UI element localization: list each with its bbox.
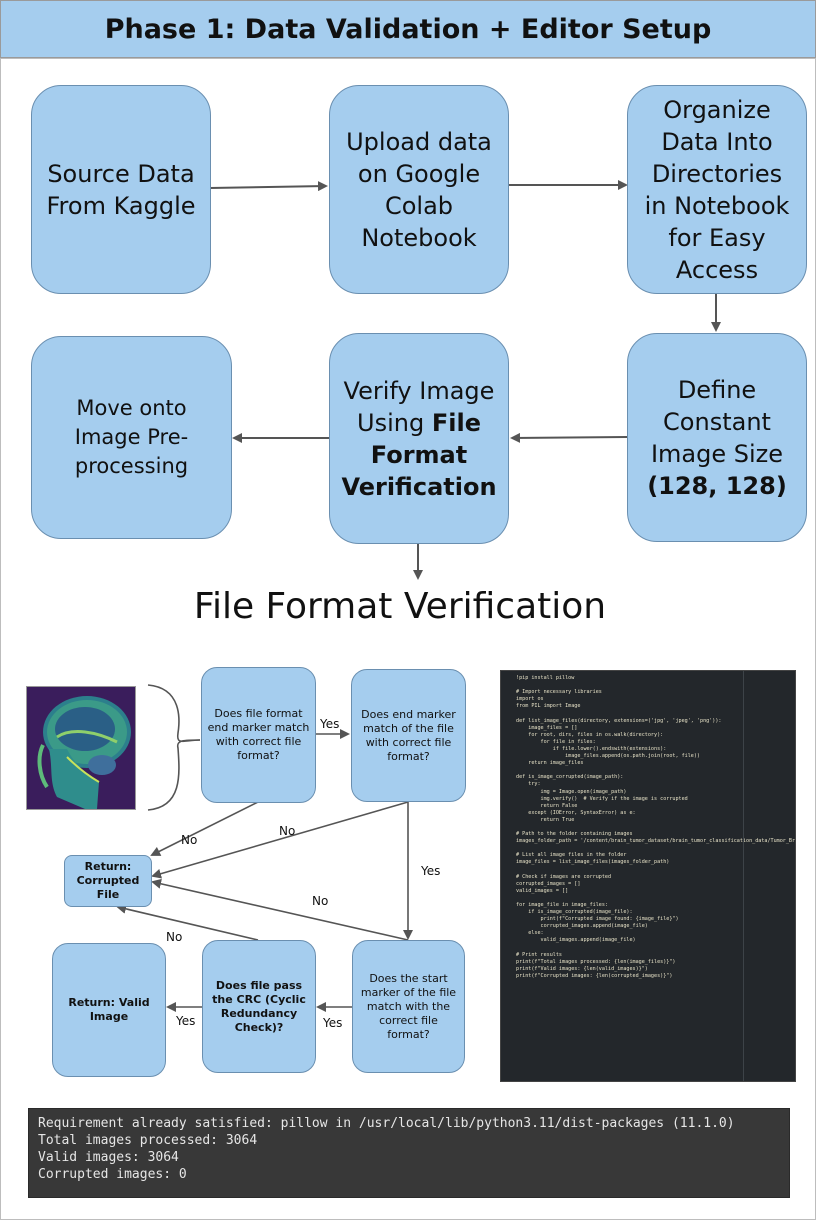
box-verify-image-text: Verify Image Using	[343, 376, 495, 437]
node-end-marker-file: Does file format end marker match with c…	[201, 667, 316, 803]
console-output-panel: Requirement already satisfied: pillow in…	[28, 1108, 790, 1198]
arrow-q3-no	[151, 878, 409, 941]
box-verify-image-content: Verify Image Using File Format Verificat…	[339, 375, 499, 503]
box-define-size-value: (128, 128)	[647, 471, 787, 500]
box-verify-image-bold: File Format Verification	[341, 408, 497, 501]
content-frame	[0, 58, 816, 1220]
page-header: Phase 1: Data Validation + Editor Setup	[0, 0, 816, 58]
node-start-marker-text: Does the start marker of the file match …	[360, 971, 457, 1041]
box-verify-image: Verify Image Using File Format Verificat…	[329, 333, 509, 544]
box-organize-data: Organize Data Into Directories in Notebo…	[627, 85, 807, 294]
label-yes-top: Yes	[320, 717, 340, 731]
label-yes-right: Yes	[421, 864, 441, 878]
brace-bottom	[147, 739, 201, 811]
arrow-q2-no	[151, 801, 409, 879]
box-move-preprocessing-text: Move onto Image Pre-processing	[74, 396, 189, 478]
node-return-valid-text: Return: Valid Image	[68, 996, 150, 1023]
node-return-valid: Return: Valid Image	[52, 943, 166, 1077]
label-yes-start: Yes	[323, 1016, 343, 1030]
box-organize-data-text: Organize Data Into Directories in Notebo…	[644, 95, 790, 284]
arrow-q1-no	[150, 801, 259, 856]
box-upload-data: Upload data on Google Colab Notebook	[329, 85, 509, 294]
label-no-mid: No	[279, 824, 296, 838]
box-upload-data-text: Upload data on Google Colab Notebook	[346, 127, 492, 252]
code-editor-ruler	[743, 671, 744, 1081]
code-editor-panel: !pip install pillow # Import necessary l…	[500, 670, 796, 1082]
label-yes-crc: Yes	[176, 1014, 196, 1028]
box-move-preprocessing: Move onto Image Pre-processing	[31, 336, 232, 539]
label-no-left: No	[181, 833, 198, 847]
box-define-size-text: Define Constant Image Size	[650, 375, 784, 468]
mri-scan-image	[26, 686, 136, 810]
box-define-size-content: Define Constant Image Size (128, 128)	[642, 374, 792, 502]
box-source-data: Source Data From Kaggle	[31, 85, 211, 294]
box-source-data-text: Source Data From Kaggle	[46, 159, 196, 220]
label-no-crc: No	[166, 930, 183, 944]
node-end-marker-match-text: Does end marker match of the file with c…	[361, 707, 456, 763]
label-no-diag: No	[312, 894, 329, 908]
arrow-define-to-verify	[510, 432, 628, 443]
arrow-source-to-upload	[209, 181, 328, 192]
node-end-marker-file-text: Does file format end marker match with c…	[207, 707, 310, 762]
code-snippet: !pip install pillow # Import necessary l…	[516, 675, 796, 979]
node-end-marker-match: Does end marker match of the file with c…	[351, 669, 466, 802]
console-output: Requirement already satisfied: pillow in…	[38, 1116, 735, 1182]
node-crc-check: Does file pass the CRC (Cyclic Redundanc…	[202, 940, 316, 1073]
node-start-marker: Does the start marker of the file match …	[352, 940, 465, 1073]
node-return-corrupted: Return: Corrupted File	[64, 855, 152, 907]
section-title: File Format Verification	[193, 586, 607, 627]
node-return-corrupted-text: Return: Corrupted File	[76, 860, 140, 901]
node-crc-check-text: Does file pass the CRC (Cyclic Redundanc…	[212, 978, 306, 1034]
arrow-crc-no	[116, 903, 259, 941]
page-title: Phase 1: Data Validation + Editor Setup	[104, 13, 712, 45]
box-define-size: Define Constant Image Size (128, 128)	[627, 333, 807, 542]
brain-mri-icon	[27, 687, 135, 809]
brace-top	[147, 684, 201, 743]
